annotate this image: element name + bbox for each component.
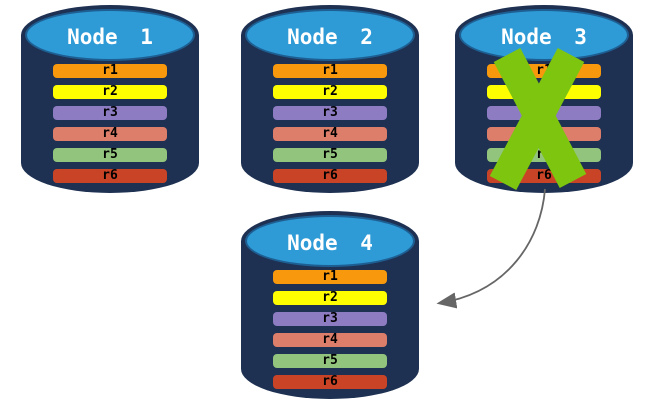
node-title: Node 2 <box>287 24 373 49</box>
replica-label: r3 <box>322 311 338 326</box>
replica-stack: r1 r2 r3 r4 r5 r6 <box>273 270 387 389</box>
replica-label: r4 <box>322 126 338 141</box>
failure-x-icon <box>489 47 587 191</box>
cylinder-top: Node 4 <box>245 215 415 267</box>
node-2: Node 2 r1 r2 r3 r4 r5 r6 <box>241 5 419 193</box>
transfer-arrow-path <box>436 188 546 309</box>
replica-label: r2 <box>102 84 118 99</box>
replica-bar: r5 <box>53 148 167 162</box>
replica-label: r6 <box>322 374 338 389</box>
replica-bar: r4 <box>273 127 387 141</box>
replica-label: r5 <box>322 353 338 368</box>
replica-bar: r2 <box>53 85 167 99</box>
replica-stack: r1 r2 r3 r4 r5 r6 <box>273 64 387 183</box>
replica-bar: r1 <box>273 64 387 78</box>
replica-label: r1 <box>102 63 118 78</box>
replica-bar: r3 <box>273 106 387 120</box>
replica-label: r5 <box>102 147 118 162</box>
replica-label: r2 <box>322 290 338 305</box>
replica-bar: r2 <box>273 85 387 99</box>
replica-label: r2 <box>322 84 338 99</box>
replica-label: r4 <box>102 126 118 141</box>
replica-bar: r3 <box>273 312 387 326</box>
replica-label: r3 <box>322 105 338 120</box>
replica-bar: r1 <box>273 270 387 284</box>
replica-label: r1 <box>322 269 338 284</box>
replica-bar: r1 <box>53 64 167 78</box>
replica-bar: r4 <box>273 333 387 347</box>
replica-bar: r4 <box>53 127 167 141</box>
cylinder-top: Node 3 <box>459 9 629 61</box>
node-title: Node 3 <box>501 24 587 49</box>
replica-label: r6 <box>322 168 338 183</box>
node-1: Node 1 r1 r2 r3 r4 r5 r6 <box>21 5 199 193</box>
replica-label: r1 <box>322 63 338 78</box>
replica-label: r3 <box>102 105 118 120</box>
replica-bar: r6 <box>53 169 167 183</box>
replica-bar: r5 <box>273 148 387 162</box>
replica-label: r6 <box>536 168 552 183</box>
replica-bar: r5 <box>273 354 387 368</box>
cylinder-top: Node 2 <box>245 9 415 61</box>
replica-label: r4 <box>322 332 338 347</box>
replica-bar: r6 <box>273 169 387 183</box>
node-3: Node 3 r1 r2 r3 r4 r5 r6 <box>455 5 633 193</box>
replica-stack: r1 r2 r3 r4 r5 r6 <box>53 64 167 183</box>
replica-bar: r6 <box>273 375 387 389</box>
cylinder-top: Node 1 <box>25 9 195 61</box>
node-4: Node 4 r1 r2 r3 r4 r5 r6 <box>241 211 419 399</box>
replica-label: r6 <box>102 168 118 183</box>
replica-label: r5 <box>322 147 338 162</box>
replica-bar: r3 <box>53 106 167 120</box>
node-title: Node 1 <box>67 24 153 49</box>
node-title: Node 4 <box>287 230 373 255</box>
replica-bar: r2 <box>273 291 387 305</box>
